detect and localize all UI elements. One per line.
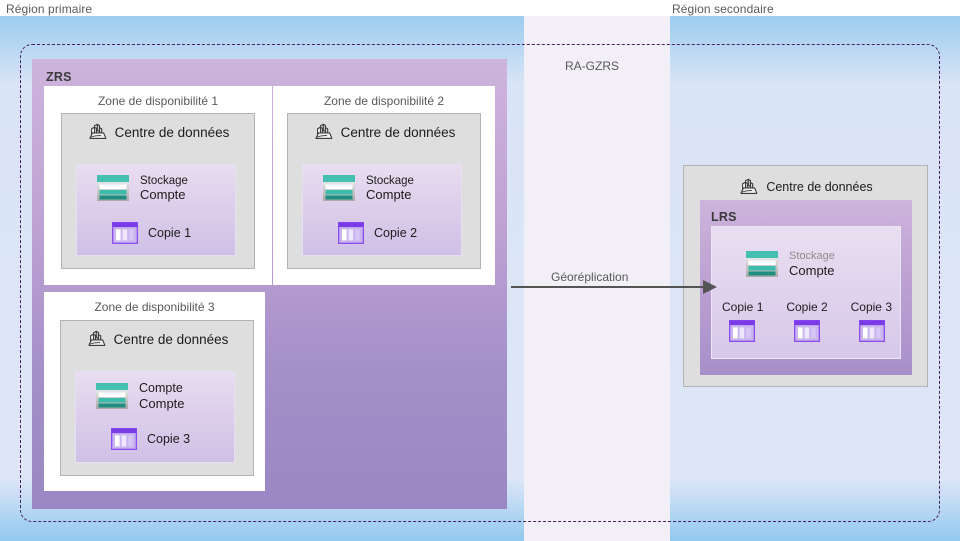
- datacenter-header-zone-1: Centre de données: [62, 121, 254, 143]
- storage-account-row-zone-1: Stockage Compte: [96, 174, 188, 202]
- copies-icons-secondary: [729, 320, 885, 342]
- storage-line2-zone-1: Compte: [140, 187, 186, 202]
- storage-account-text-zone-2: Stockage Compte: [366, 174, 414, 202]
- datacenter-icon: [87, 330, 106, 346]
- zrs-title: ZRS: [46, 70, 72, 84]
- secondary-region-caption: Région secondaire: [672, 2, 774, 16]
- copy-icon: [729, 320, 755, 342]
- lrs-title: LRS: [711, 210, 737, 224]
- datacenter-header-zone-3: Centre de données: [61, 328, 253, 350]
- georeplication-arrow: [511, 280, 717, 294]
- ra-gzrs-band: [524, 16, 670, 541]
- copy-label-zone-1: Copie 1: [148, 226, 192, 240]
- storage-line2-secondary: Compte: [789, 263, 835, 278]
- datacenter-label-zone-2: Centre de données: [340, 124, 456, 140]
- datacenter-icon: [740, 178, 758, 194]
- copy-icon: [794, 320, 820, 342]
- copy-label-zone-3: Copie 3: [147, 432, 191, 446]
- storage-account-icon: [96, 383, 128, 409]
- datacenter-label-zone-3: Centre de données: [113, 331, 229, 347]
- storage-account-text-zone-1: Stockage Compte: [140, 174, 188, 202]
- datacenter-icon: [314, 123, 333, 139]
- copy-label-secondary-2: Copie 2: [786, 300, 828, 314]
- availability-zone-2-title: Zone de disponibilité 2: [323, 94, 445, 108]
- copy-row-zone-3: Copie 3: [111, 428, 190, 450]
- storage-account-text-secondary: Stockage Compte: [789, 249, 835, 278]
- ra-gzrs-label: RA-GZRS: [565, 59, 619, 73]
- primary-region-caption: Région primaire: [6, 2, 93, 16]
- storage-account-row-secondary: Stockage Compte: [745, 249, 835, 278]
- datacenter-label-secondary: Centre de données: [766, 180, 873, 194]
- datacenter-icon: [88, 123, 107, 139]
- copy-label-secondary-3: Copie 3: [850, 300, 892, 314]
- copy-icon: [859, 320, 885, 342]
- copy-icon: [112, 222, 138, 244]
- storage-line1-zone-1: Stockage: [140, 175, 188, 187]
- datacenter-label-zone-1: Centre de données: [114, 124, 230, 140]
- datacenter-header-secondary: Centre de données: [684, 176, 927, 198]
- storage-account-icon: [97, 175, 129, 201]
- georeplication-label: Géoréplication: [551, 270, 629, 284]
- copy-row-zone-2: Copie 2: [338, 222, 417, 244]
- copy-label-secondary-1: Copie 1: [722, 300, 764, 314]
- storage-account-row-zone-3: Compte Compte: [95, 381, 185, 411]
- arrow-right-icon: [703, 280, 717, 294]
- storage-line1-zone-2: Stockage: [366, 175, 414, 187]
- copy-label-zone-2: Copie 2: [374, 226, 418, 240]
- copy-icon: [111, 428, 137, 450]
- copy-icon: [338, 222, 364, 244]
- storage-account-icon: [323, 175, 355, 201]
- copy-row-zone-1: Copie 1: [112, 222, 191, 244]
- storage-account-icon: [746, 250, 778, 277]
- storage-line2-zone-2: Compte: [366, 187, 412, 202]
- storage-account-row-zone-2: Stockage Compte: [322, 174, 414, 202]
- storage-account-text-zone-3: Compte Compte: [139, 381, 185, 411]
- availability-zone-1-title: Zone de disponibilité 1: [97, 94, 219, 108]
- storage-line1-secondary: Stockage: [789, 250, 835, 262]
- datacenter-header-zone-2: Centre de données: [288, 121, 480, 143]
- copies-labels-secondary: Copie 1 Copie 2 Copie 3: [722, 300, 892, 314]
- availability-zone-3-title: Zone de disponibilité 3: [94, 300, 215, 314]
- storage-line2-zone-3: Compte: [139, 396, 185, 411]
- storage-line1-zone-3: Compte: [139, 381, 183, 395]
